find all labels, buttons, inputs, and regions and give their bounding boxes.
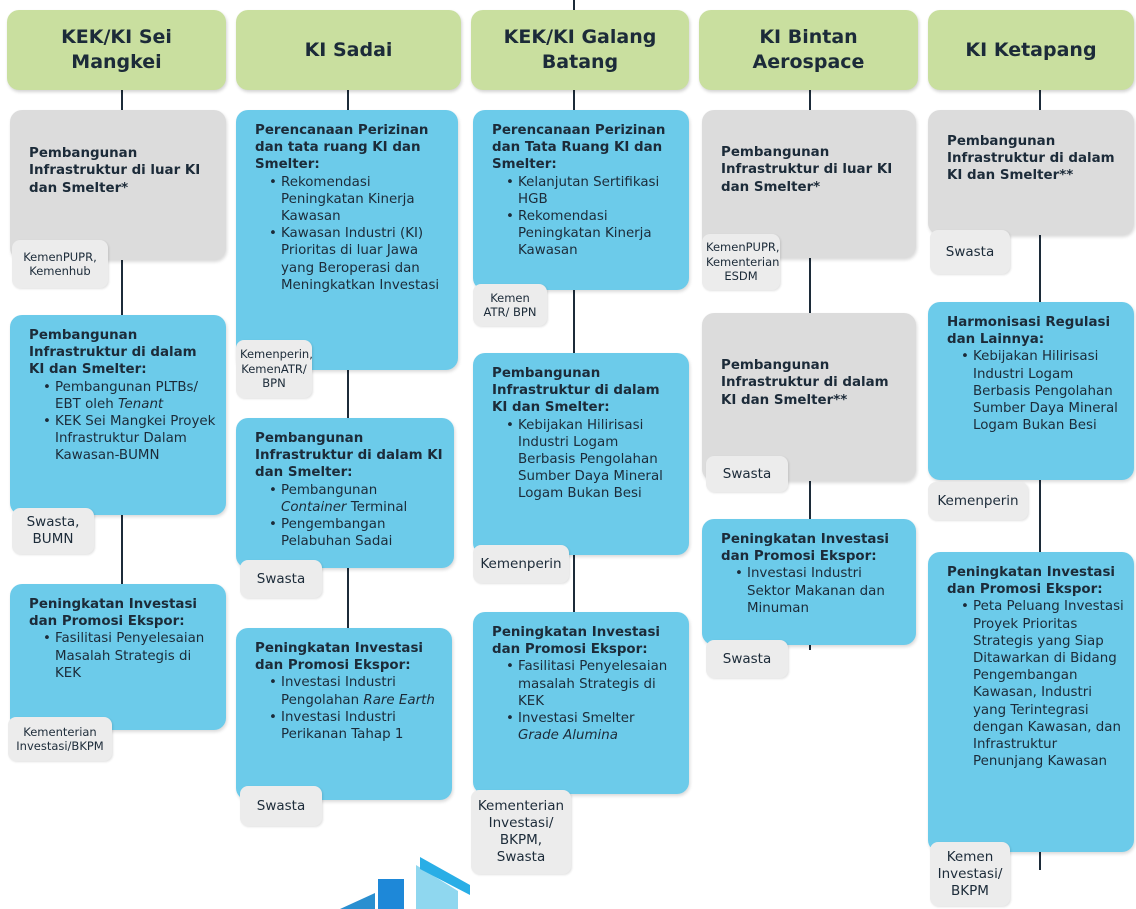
- list-item: Pembangunan Container Terminal: [269, 482, 444, 516]
- item-list: Fasilitasi Penyelesaian masalah Strategi…: [492, 658, 679, 744]
- building-logo-icon: [340, 857, 470, 909]
- item-list: Peta Peluang Investasi Proyek Prioritas …: [947, 598, 1124, 770]
- actor-label: Kemen Investasi/ BKPM: [930, 842, 1010, 906]
- actor-label: Swasta: [240, 786, 322, 826]
- list-item: Fasilitasi Penyelesaian Masalah Strategi…: [43, 630, 216, 682]
- block-card: Perencanaan Perizinan dan Tata Ruang KI …: [473, 110, 689, 290]
- actor-label: Swasta: [706, 640, 788, 678]
- actor-label: Kementerian Investasi/BKPM: [8, 717, 112, 761]
- block-title: Perencanaan Perizinan dan Tata Ruang KI …: [492, 123, 666, 173]
- actor-label: Swasta: [706, 456, 788, 492]
- block-card: Pembangunan Infrastruktur di dalam KI da…: [702, 313, 916, 481]
- list-item: Rekomendasi Peningkatan Kinerja Kawasan: [506, 208, 679, 260]
- block-card: Pembangunan Infrastruktur di dalam KI da…: [928, 110, 1134, 235]
- actor-label: KemenPUPR, Kemenhub: [12, 240, 108, 288]
- block-title: Pembangunan Infrastruktur di dalam KI da…: [29, 328, 197, 378]
- block-card: Peningkatan Investasi dan Promosi Ekspor…: [10, 584, 226, 730]
- block-title: Harmonisasi Regulasi dan Lainnya:: [947, 315, 1111, 348]
- list-item: Kebijakan Hilirisasi Industri Logam Berb…: [506, 417, 679, 503]
- block-title: Pembangunan Infrastruktur di luar KI dan…: [29, 146, 201, 196]
- list-item: Investasi Industri Perikanan Tahap 1: [269, 709, 442, 743]
- item-list: Kebijakan Hilirisasi Industri Logam Berb…: [492, 417, 679, 503]
- actor-label: Swasta, BUMN: [12, 508, 94, 554]
- block-title: Pembangunan Infrastruktur di luar KI dan…: [721, 145, 893, 195]
- actor-label: Kemenperin: [473, 545, 569, 583]
- item-list: Kebijakan Hilirisasi Industri Logam Berb…: [947, 348, 1124, 434]
- block-title: Pembangunan Infrastruktur di dalam KI da…: [947, 133, 1115, 184]
- block-card: Pembangunan Infrastruktur di luar KI dan…: [702, 110, 916, 258]
- list-item: Peta Peluang Investasi Proyek Prioritas …: [961, 598, 1124, 770]
- block-card: Peningkatan Investasi dan Promosi Ekspor…: [928, 552, 1134, 852]
- item-list: Pembangunan PLTBs/ EBT oleh Tenant KEK S…: [29, 379, 216, 465]
- list-item: Rekomendasi Peningkatan Kinerja Kawasan: [269, 174, 448, 226]
- list-item: Kelanjutan Sertifikasi HGB: [506, 174, 679, 208]
- actor-label: Kemen ATR/ BPN: [473, 284, 547, 326]
- block-title: Peningkatan Investasi dan Promosi Ekspor…: [492, 625, 661, 658]
- block-title: Pembangunan Infrastruktur di dalam KI da…: [255, 431, 443, 481]
- block-title: Peningkatan Investasi dan Promosi Ekspor…: [255, 641, 424, 674]
- header-ketapang: KI Ketapang: [928, 10, 1134, 90]
- list-item: Pengembangan Pelabuhan Sadai: [269, 516, 444, 550]
- block-card: Pembangunan Infrastruktur di dalam KI da…: [10, 315, 226, 515]
- actor-label: Kemenperin, KemenATR/ BPN: [236, 340, 313, 398]
- block-title: Pembangunan Infrastruktur di dalam KI da…: [492, 366, 660, 416]
- block-card: Pembangunan Infrastruktur di dalam KI da…: [236, 418, 454, 568]
- block-title: Perencanaan Perizinan dan tata ruang KI …: [255, 123, 429, 173]
- block-card: Peningkatan Investasi dan Promosi Ekspor…: [702, 519, 916, 645]
- list-item: Kawasan Industri (KI) Prioritas di luar …: [269, 225, 448, 294]
- list-item: Investasi Industri Sektor Makanan dan Mi…: [735, 565, 906, 617]
- actor-label: Swasta: [930, 230, 1010, 274]
- header-sei-mangkei: KEK/KI Sei Mangkei: [7, 10, 226, 90]
- list-item: Fasilitasi Penyelesaian masalah Strategi…: [506, 658, 679, 710]
- block-title: Peningkatan Investasi dan Promosi Ekspor…: [721, 532, 890, 565]
- list-item: Kebijakan Hilirisasi Industri Logam Berb…: [961, 348, 1124, 434]
- item-list: Investasi Industri Sektor Makanan dan Mi…: [721, 565, 906, 617]
- list-item: Pembangunan PLTBs/ EBT oleh Tenant: [43, 379, 216, 413]
- item-list: Kelanjutan Sertifikasi HGB Rekomendasi P…: [492, 174, 679, 260]
- actor-label: Swasta: [240, 560, 322, 598]
- block-title: Peningkatan Investasi dan Promosi Ekspor…: [29, 597, 198, 630]
- top-connector-line: [573, 0, 575, 10]
- item-list: Pembangunan Container Terminal Pengemban…: [255, 482, 444, 551]
- block-card: Peningkatan Investasi dan Promosi Ekspor…: [473, 612, 689, 794]
- item-list: Investasi Industri Pengolahan Rare Earth…: [255, 674, 442, 743]
- block-card: Pembangunan Infrastruktur di luar KI dan…: [10, 110, 226, 260]
- list-item: Investasi Smelter Grade Alumina: [506, 710, 679, 744]
- block-card: Harmonisasi Regulasi dan Lainnya: Kebija…: [928, 302, 1134, 480]
- actor-label: KemenPUPR, Kementerian ESDM: [702, 234, 780, 290]
- block-title: Pembangunan Infrastruktur di dalam KI da…: [721, 358, 889, 408]
- list-item: KEK Sei Mangkei Proyek Infrastruktur Dal…: [43, 413, 216, 465]
- block-card: Pembangunan Infrastruktur di dalam KI da…: [473, 353, 689, 555]
- block-title: Peningkatan Investasi dan Promosi Ekspor…: [947, 565, 1116, 598]
- item-list: Fasilitasi Penyelesaian Masalah Strategi…: [29, 630, 216, 682]
- actor-label: Kementerian Investasi/ BKPM, Swasta: [471, 790, 571, 874]
- item-list: Rekomendasi Peningkatan Kinerja Kawasan …: [255, 174, 448, 294]
- block-card: Perencanaan Perizinan dan tata ruang KI …: [236, 110, 458, 370]
- header-galang-batang: KEK/KI Galang Batang: [471, 10, 689, 90]
- block-card: Peningkatan Investasi dan Promosi Ekspor…: [236, 628, 452, 800]
- actor-label: Kemenperin: [928, 482, 1028, 520]
- header-sadai: KI Sadai: [236, 10, 461, 90]
- header-bintan-aerospace: KI Bintan Aerospace: [699, 10, 918, 90]
- list-item: Investasi Industri Pengolahan Rare Earth: [269, 674, 442, 708]
- col5-connector-line: [1039, 90, 1041, 870]
